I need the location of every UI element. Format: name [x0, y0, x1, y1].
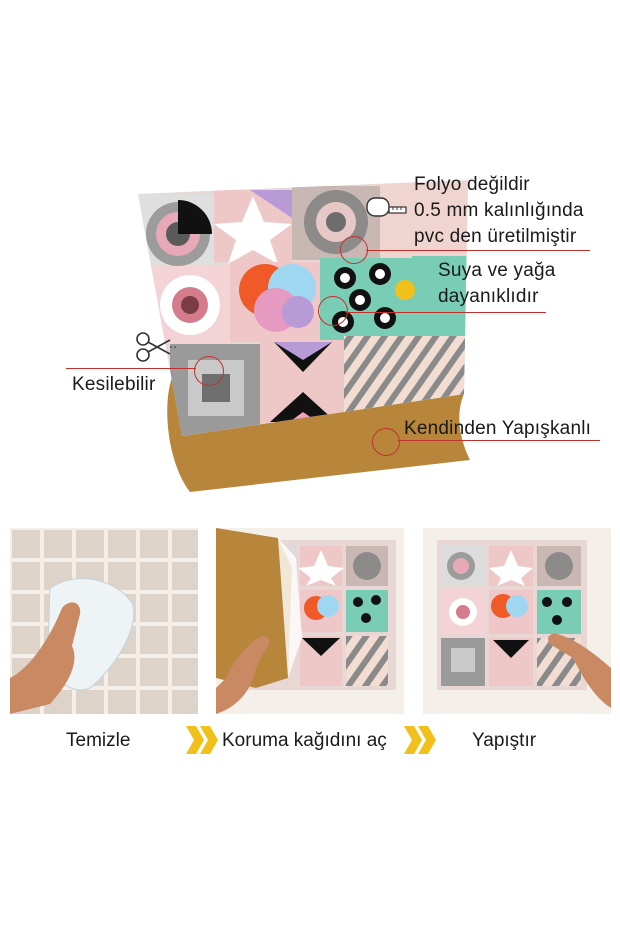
tile-sheet — [138, 180, 468, 436]
double-chevron-right-icon — [184, 722, 220, 758]
leader-line-material — [366, 250, 590, 251]
leader-line-resistance — [346, 312, 546, 313]
resistance-line-1: Suya ve yağa — [438, 260, 556, 281]
step-label-peel: Koruma kağıdını aç — [222, 730, 387, 751]
tape-measure-icon — [364, 194, 408, 224]
marker-circle-material — [340, 236, 368, 264]
resistance-info: Suya ve yağa dayanıklıdır — [438, 258, 556, 310]
adhesive-label: Kendinden Yapışkanlı — [404, 418, 592, 439]
backing-paper — [167, 365, 470, 492]
double-chevron-right-icon — [402, 722, 438, 758]
peeled-backing — [216, 528, 292, 688]
step-label-apply: Yapıştır — [472, 730, 537, 751]
marker-circle-adhesive — [372, 428, 400, 456]
step-apply-image — [423, 528, 611, 714]
tile-sticker-art — [138, 180, 470, 492]
leader-line-cuttable — [66, 368, 196, 369]
hand — [216, 636, 269, 714]
step-label-clean: Temizle — [66, 730, 131, 751]
material-line-3: pvc den üretilmiştir — [414, 226, 577, 247]
material-line-2: 0.5 mm kalınlığında — [414, 200, 584, 221]
hand — [10, 602, 81, 714]
hand — [548, 633, 611, 708]
product-illustration — [60, 160, 620, 510]
marker-circle-cuttable — [194, 356, 224, 386]
leader-line-adhesive — [398, 440, 600, 441]
scissors-icon — [134, 330, 178, 364]
material-line-1: Folyo değildir — [414, 174, 530, 195]
material-info: Folyo değildir 0.5 mm kalınlığında pvc d… — [414, 172, 584, 250]
cuttable-label: Kesilebilir — [72, 374, 156, 395]
step-clean-image — [10, 528, 198, 714]
resistance-line-2: dayanıklıdır — [438, 286, 539, 307]
step-peel-image — [216, 528, 404, 714]
marker-circle-resistance — [318, 296, 348, 326]
